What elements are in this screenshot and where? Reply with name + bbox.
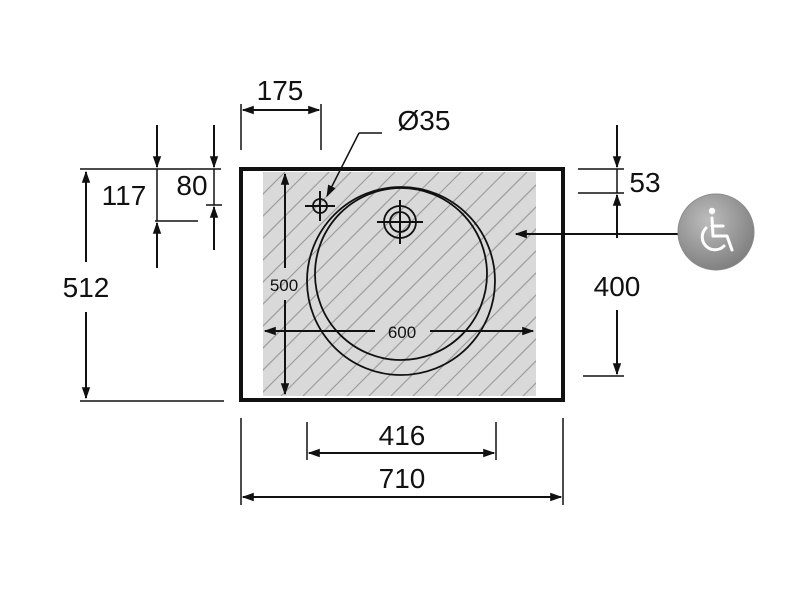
label-710: 710 (379, 463, 426, 494)
hatch-line (263, 172, 396, 305)
label-175: 175 (257, 75, 304, 106)
hatch-line (478, 338, 536, 396)
hatch-line (280, 172, 506, 396)
sink-outline (239, 167, 565, 402)
dimension-500: 500 (270, 172, 298, 396)
label-117: 117 (102, 180, 147, 211)
label-diameter: Ø35 (398, 105, 451, 136)
hatch-line (434, 294, 536, 396)
wheelchair-icon (677, 193, 755, 271)
tap-hole (305, 191, 335, 221)
label-500: 500 (270, 276, 298, 295)
hatch-line (263, 172, 418, 327)
label-53: 53 (629, 167, 660, 198)
hatch-line (263, 172, 308, 217)
hatch-line (743, 172, 800, 396)
dimension-600: 600 (263, 323, 535, 342)
hatch-line (263, 172, 330, 239)
drain-symbol (377, 200, 423, 244)
hatch-line (263, 172, 440, 349)
accessibility-callout (514, 193, 755, 271)
label-416: 416 (379, 420, 426, 451)
hatch-line (390, 250, 536, 396)
hatch-line (412, 272, 536, 396)
hatch-line (263, 172, 462, 371)
basin-bowl (306, 186, 496, 376)
label-80: 80 (176, 170, 207, 201)
hatch-line (368, 228, 536, 396)
hatch-line (456, 316, 536, 396)
label-400: 400 (594, 271, 641, 302)
label-600: 600 (388, 323, 416, 342)
hatch-line (263, 172, 484, 393)
right-dimensions: 53 400 (578, 125, 661, 377)
left-dimensions: 117 80 512 (63, 125, 224, 402)
hatch-line (263, 172, 374, 283)
hatch-line (302, 172, 528, 396)
dimension-diameter: Ø35 (326, 105, 451, 198)
label-512: 512 (63, 272, 110, 303)
dimension-175: 175 (240, 75, 322, 150)
hatch-line (324, 184, 536, 396)
bottom-dimensions: 416 710 (240, 418, 564, 505)
